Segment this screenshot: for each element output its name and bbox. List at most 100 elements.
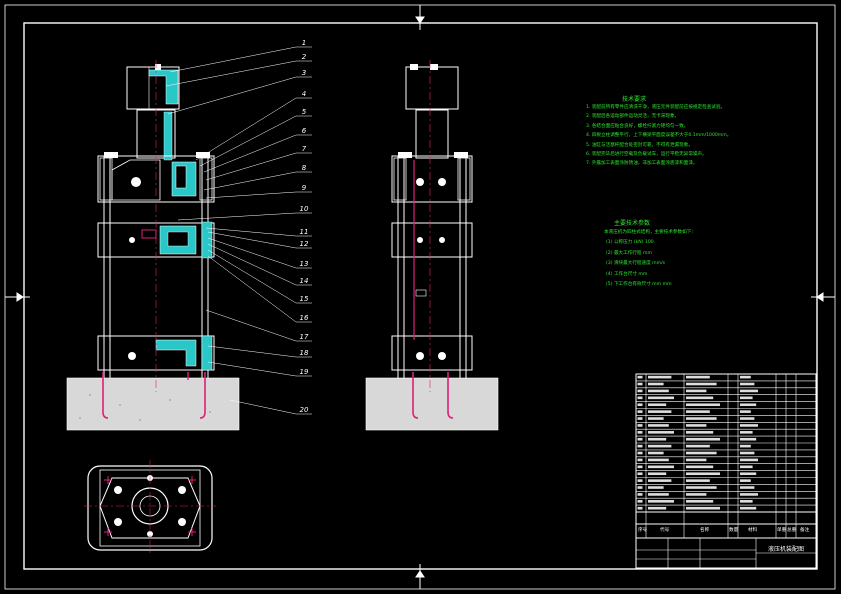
- performance-title: 主要技术参数: [614, 220, 651, 227]
- part-number-label: 19: [300, 368, 309, 376]
- part-number-label: 18: [300, 349, 309, 357]
- part-list-entry-mark: [648, 465, 674, 469]
- technical-requirement-line: 2. 装配后各运动部件运动灵活，无卡滞现象。: [586, 114, 680, 120]
- part-number-label: 15: [300, 295, 309, 303]
- part-number-label: 6: [302, 127, 307, 135]
- part-number-label: 5: [302, 108, 307, 116]
- part-list-entry-mark: [686, 403, 720, 407]
- part-list-entry-mark: [686, 431, 714, 434]
- part-number-label: 7: [302, 145, 307, 153]
- part-list-header-cell: 单重: [777, 528, 787, 533]
- part-number-label: 8: [302, 164, 307, 172]
- part-list-entry-mark: [686, 465, 714, 469]
- part-list-index-mark: [637, 396, 643, 400]
- part-list-header-cell: 总重: [787, 528, 797, 533]
- part-number-label: 10: [300, 205, 309, 213]
- part-list-entry-mark: [740, 396, 753, 400]
- part-number-label: 17: [300, 333, 309, 341]
- part-list-entry-mark: [740, 431, 753, 434]
- part-list-entry-mark: [686, 437, 720, 441]
- part-list-entry-mark: [740, 444, 751, 448]
- part-list-entry-mark: [686, 479, 710, 482]
- part-list-entry-mark: [686, 493, 707, 496]
- part-list-entry-mark: [686, 375, 710, 379]
- part-list-entry-mark: [686, 451, 717, 455]
- part-number-label: 16: [300, 314, 309, 322]
- sheet-border: [4, 4, 836, 590]
- part-list-entry-mark: [740, 506, 757, 510]
- part-list-entry-mark: [740, 417, 755, 420]
- part-number-label: 4: [302, 90, 306, 98]
- top-plan-view: [84, 460, 216, 556]
- part-list-entry-mark: [686, 410, 710, 413]
- part-list-entry-mark: [648, 500, 674, 503]
- part-list-entry-mark: [740, 472, 757, 476]
- technical-requirement-line: 5. 油缸与活塞杆配合处密封可靠，不得有泄漏现象。: [586, 142, 693, 148]
- part-list-header-cell: 代号: [660, 528, 670, 533]
- part-list-index-mark: [637, 500, 643, 503]
- performance-item: (3) 滑块最大行程速度 mm/s: [606, 261, 666, 266]
- part-list-index-mark: [637, 458, 643, 462]
- part-list-entry-mark: [686, 458, 707, 462]
- part-list-entry-mark: [648, 417, 664, 420]
- part-list-entry-mark: [648, 403, 667, 407]
- part-number-label: 20: [300, 406, 309, 414]
- part-list-header-cell: 备注: [800, 528, 810, 533]
- part-list-entry-mark: [686, 417, 717, 420]
- part-number-label: 1: [302, 39, 306, 47]
- part-list-index-mark: [637, 410, 643, 413]
- part-number-label: 14: [300, 277, 309, 285]
- part-list-entry-mark: [686, 444, 710, 448]
- part-list-entry-mark: [740, 403, 757, 407]
- part-list-index-mark: [637, 403, 643, 407]
- foundation-block: [66, 377, 240, 431]
- part-list-entry-mark: [648, 479, 672, 482]
- part-list-entry-mark: [648, 458, 669, 462]
- part-list-entry-mark: [740, 410, 751, 413]
- part-list-index-mark: [637, 444, 643, 448]
- part-list-entry-mark: [740, 493, 758, 496]
- part-list-entry-mark: [648, 451, 664, 455]
- part-list-entry-mark: [686, 506, 720, 510]
- drawing-name: 液压机装配图: [768, 546, 805, 553]
- part-list-entry-mark: [740, 465, 753, 469]
- part-list-entry-mark: [740, 382, 755, 386]
- part-list-entry-mark: [648, 486, 664, 489]
- part-number-label: 2: [302, 53, 307, 61]
- part-list-entry-mark: [686, 424, 707, 427]
- performance-item: (4) 工作台尺寸 mm: [606, 271, 648, 277]
- part-list-index-mark: [637, 424, 643, 427]
- part-list-entry-mark: [686, 389, 707, 393]
- part-list-header-cell: 材料: [748, 528, 758, 533]
- part-list-header-cell: 数量: [729, 528, 739, 533]
- part-list-header-cell: 序号: [638, 528, 648, 533]
- part-list-entry-mark: [740, 451, 755, 455]
- part-list-entry-mark: [740, 424, 758, 427]
- performance-item: (1) 公称压力 (kN) 100: [606, 240, 654, 245]
- part-list-index-mark: [637, 375, 643, 379]
- part-list-index-mark: [637, 486, 643, 489]
- part-list-entry-mark: [648, 472, 667, 476]
- performance-item: (5) 下工作台有效尺寸 mm mm: [606, 282, 672, 287]
- part-list-index-mark: [637, 417, 643, 420]
- part-list-header-cell: 名称: [700, 528, 710, 533]
- part-list-index-mark: [637, 465, 643, 469]
- part-list-index-mark: [637, 479, 643, 482]
- part-list-entry-mark: [648, 431, 674, 434]
- part-number-label: 9: [302, 184, 307, 192]
- part-list-entry-mark: [686, 472, 720, 476]
- part-number-label: 13: [300, 260, 309, 268]
- part-list-entry-mark: [686, 396, 714, 400]
- part-list-entry-mark: [648, 382, 664, 386]
- part-list-index-mark: [637, 431, 643, 434]
- part-list-entry-mark: [648, 493, 669, 496]
- part-list-entry-mark: [648, 410, 672, 413]
- part-list-entry-mark: [686, 382, 717, 386]
- part-list-entry-mark: [648, 375, 672, 379]
- part-number-label: 3: [302, 69, 306, 77]
- part-number-label: 11: [300, 228, 309, 236]
- technical-requirement-line: 6. 装配完毕后进行空载及负载试车，运行平稳无异常噪声。: [586, 152, 707, 157]
- technical-requirement-line: 3. 各结合面应贴合良好，螺栓拧紧力矩均匀一致。: [586, 123, 689, 129]
- technical-requirement-line: 1. 装配前所有零件应清洗干净，液压元件装配前应按规定检查试验。: [586, 105, 726, 110]
